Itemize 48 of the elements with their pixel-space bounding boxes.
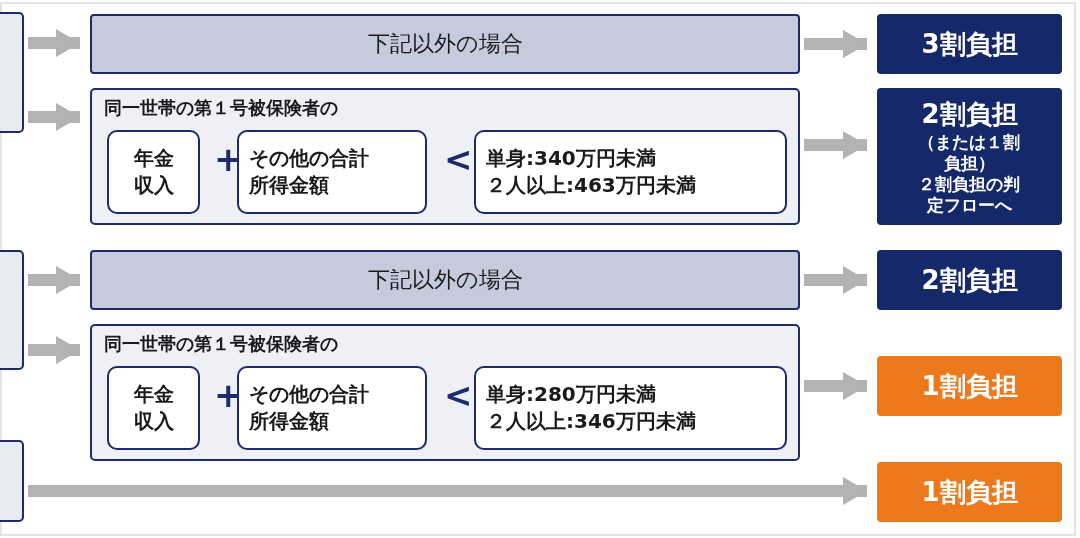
box-text: その他の合計所得金額	[249, 381, 370, 435]
box-text: 下記以外の場合	[367, 266, 523, 294]
burden-box	[877, 356, 1062, 416]
box-shape	[0, 440, 24, 522]
condition-box	[237, 130, 427, 214]
less-than-symbol: <	[444, 142, 473, 176]
box-text: 年金収入	[132, 145, 175, 199]
less-than-symbol: <	[444, 378, 473, 412]
arrow	[28, 103, 80, 131]
box-text: その他の合計所得金額	[249, 145, 370, 199]
burden-box	[877, 250, 1062, 310]
arrow	[804, 30, 867, 58]
condition-box	[90, 14, 800, 74]
note-text: （または１割負担）	[917, 131, 1022, 174]
arrow	[804, 266, 867, 294]
burden-box	[877, 462, 1062, 522]
box-text: ２人以上:463万円未満	[486, 172, 697, 199]
burden-text: 1割負担	[921, 475, 1018, 509]
box-text: 単身:340万円未満	[486, 145, 657, 172]
burden-text: 2割負担	[921, 263, 1018, 297]
arrow	[28, 266, 80, 294]
burden-text: 3割負担	[921, 27, 1018, 61]
heading-text: 同一世帯の第１号被保険者の	[104, 96, 338, 120]
condition-box	[237, 366, 427, 450]
arrow	[804, 372, 867, 400]
box-text: ２人以上:346万円未満	[486, 408, 697, 435]
arrow	[28, 477, 867, 505]
arrow	[28, 29, 80, 57]
condition-group-box	[90, 324, 800, 461]
condition-group-box	[90, 88, 800, 225]
box-shape	[0, 250, 24, 370]
box-text: 年金収入	[132, 381, 175, 435]
box-text: 単身:280万円未満	[486, 381, 657, 408]
income-box	[107, 130, 200, 214]
arrow	[28, 336, 80, 364]
note-text: ２割負担の判定フローへ	[917, 174, 1022, 217]
heading-text: 同一世帯の第１号被保険者の	[104, 332, 338, 356]
condition-box	[90, 250, 800, 310]
box-shape	[0, 12, 24, 133]
box-text: 下記以外の場合	[367, 30, 523, 58]
burden-text: 1割負担	[921, 369, 1018, 403]
burden-text: 2割負担	[921, 97, 1018, 131]
burden-box	[877, 88, 1062, 225]
burden-box	[877, 14, 1062, 74]
condition-box	[474, 366, 787, 450]
income-box	[107, 366, 200, 450]
arrow	[804, 131, 867, 159]
condition-box	[474, 130, 787, 214]
